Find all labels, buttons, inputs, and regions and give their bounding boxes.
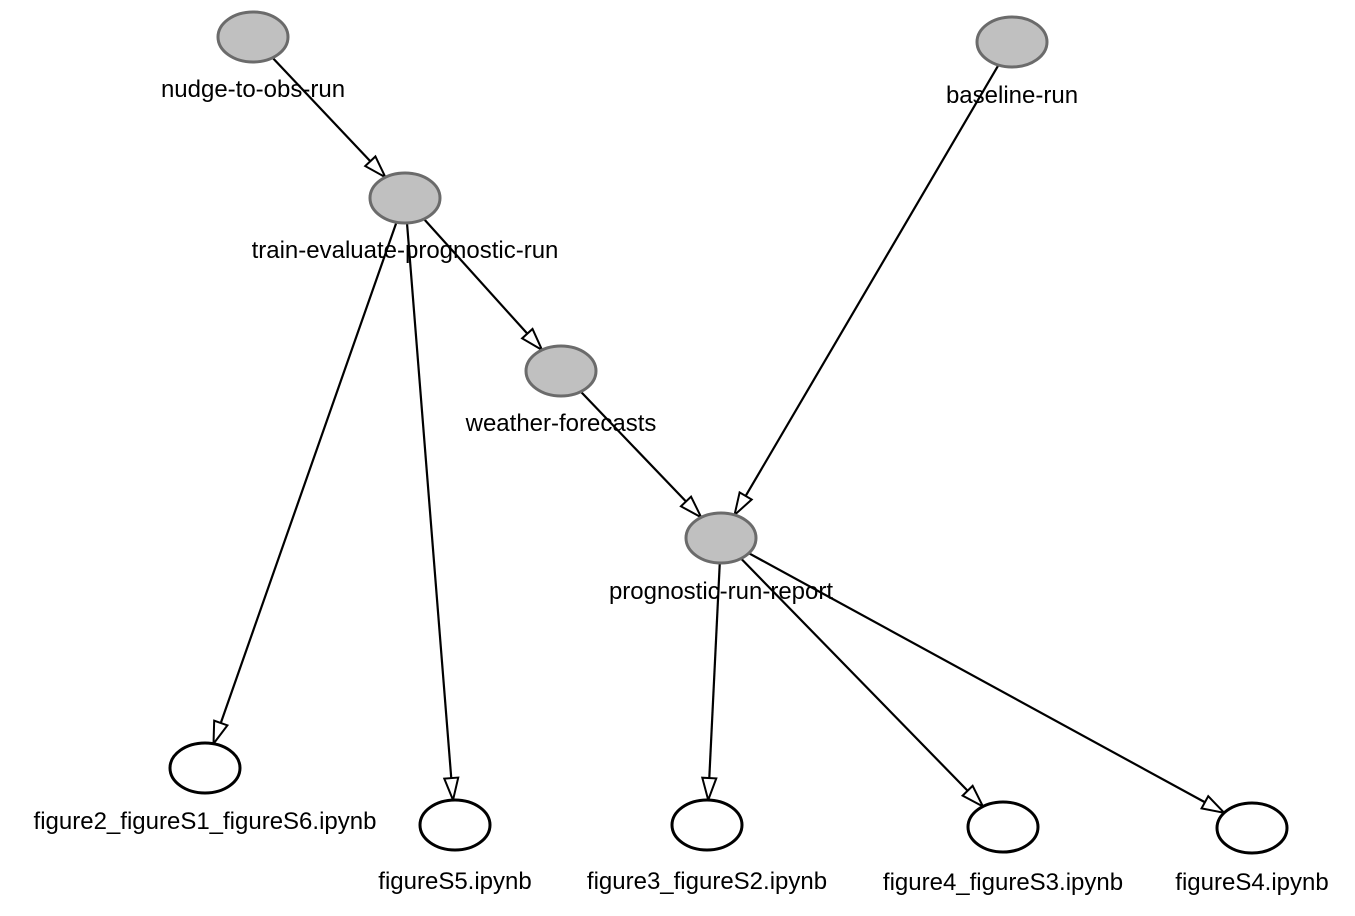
arrowhead-icon — [442, 776, 460, 804]
node-f4-file[interactable] — [966, 800, 1040, 854]
node-f2-file[interactable] — [168, 741, 242, 795]
node-weather-process[interactable] — [524, 344, 598, 398]
node-label-nudge: nudge-to-obs-run — [161, 76, 345, 103]
arrowhead-icon — [700, 776, 718, 804]
edge-report-to-fS4 — [748, 552, 1228, 815]
node-f3-file[interactable] — [670, 798, 744, 852]
edge-nudge-to-train — [271, 56, 388, 180]
node-train-process[interactable] — [368, 171, 442, 225]
node-label-fS4: figureS4.ipynb — [1175, 869, 1328, 896]
arrowhead-icon — [212, 719, 230, 747]
node-nudge-process[interactable] — [216, 10, 290, 64]
node-label-train: train-evaluate-prognostic-run — [252, 237, 559, 264]
edge-baseline-to-report — [732, 64, 1000, 518]
edge-line — [579, 390, 687, 503]
node-report-process[interactable] — [684, 511, 758, 565]
edge-weather-to-report — [579, 390, 704, 520]
node-label-weather: weather-forecasts — [465, 410, 657, 437]
edge-line — [748, 552, 1206, 804]
edge-line — [271, 56, 372, 163]
edge-report-to-f3 — [700, 562, 721, 804]
node-label-f2: figure2_figureS1_figureS6.ipynb — [34, 808, 377, 835]
node-fS5-file[interactable] — [418, 798, 492, 852]
edge-train-to-weather — [423, 218, 545, 353]
labels-layer: nudge-to-obs-run baseline-run train-evalua… — [34, 76, 1329, 896]
edges-layer — [212, 56, 1228, 815]
node-fS4-file[interactable] — [1215, 801, 1289, 855]
edge-line — [219, 221, 398, 724]
node-label-report: prognostic-run-report — [609, 578, 833, 605]
node-label-f3: figure3_figureS2.ipynb — [587, 868, 827, 895]
edge-train-to-f2 — [212, 221, 398, 747]
edge-line — [740, 557, 969, 792]
arrowhead-icon — [363, 154, 388, 180]
edge-line — [405, 222, 453, 779]
arrowhead-icon — [960, 784, 986, 809]
node-baseline-process[interactable] — [975, 15, 1049, 69]
node-label-f4: figure4_figureS3.ipynb — [883, 869, 1123, 896]
edge-train-to-fS5 — [405, 222, 460, 804]
edge-report-to-f4 — [740, 557, 986, 809]
node-label-baseline: baseline-run — [946, 82, 1078, 109]
edge-line — [708, 562, 721, 779]
arrowhead-icon — [732, 490, 754, 518]
arrowhead-icon — [520, 327, 545, 353]
nodes-layer — [168, 10, 1289, 855]
edge-line — [744, 64, 1000, 497]
edge-line — [423, 218, 529, 335]
node-label-fS5: figureS5.ipynb — [378, 868, 531, 895]
arrowhead-icon — [1199, 794, 1228, 815]
arrowhead-icon — [679, 494, 704, 520]
